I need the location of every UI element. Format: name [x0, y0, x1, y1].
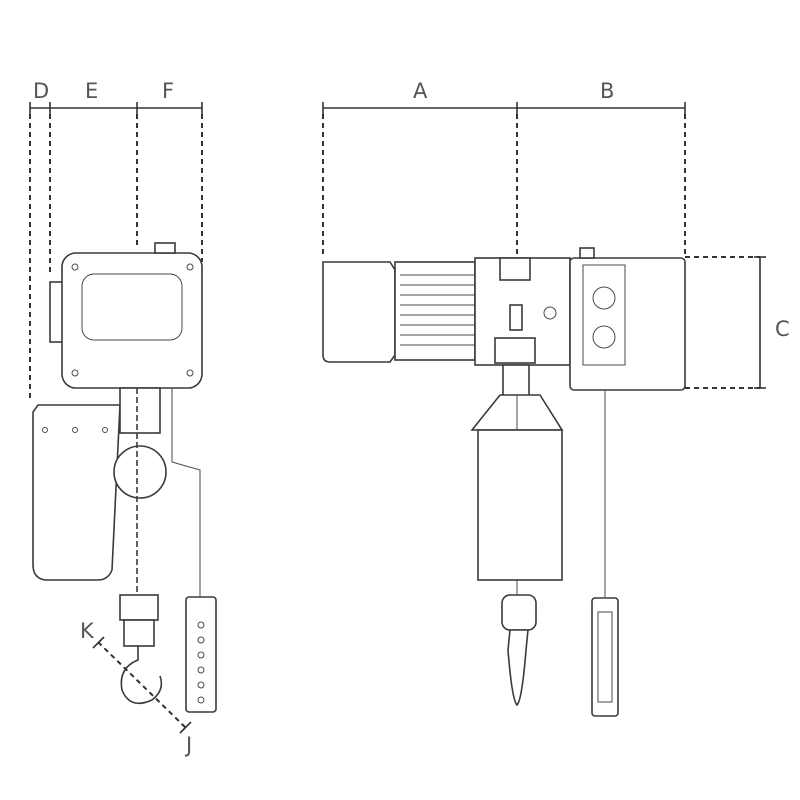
label-a: A	[413, 79, 428, 103]
label-d: D	[33, 79, 49, 103]
label-c: C	[775, 317, 790, 341]
front-view-hoist	[322, 247, 686, 717]
side-view-dimensions: D E F	[29, 79, 203, 400]
label-j: J	[184, 733, 192, 757]
label-k: K	[80, 619, 95, 643]
label-b: B	[600, 79, 614, 103]
label-f: F	[162, 79, 174, 103]
side-view-hoist: K J	[32, 242, 217, 757]
front-view-dimensions: A B C	[322, 79, 790, 389]
label-e: E	[85, 79, 98, 103]
